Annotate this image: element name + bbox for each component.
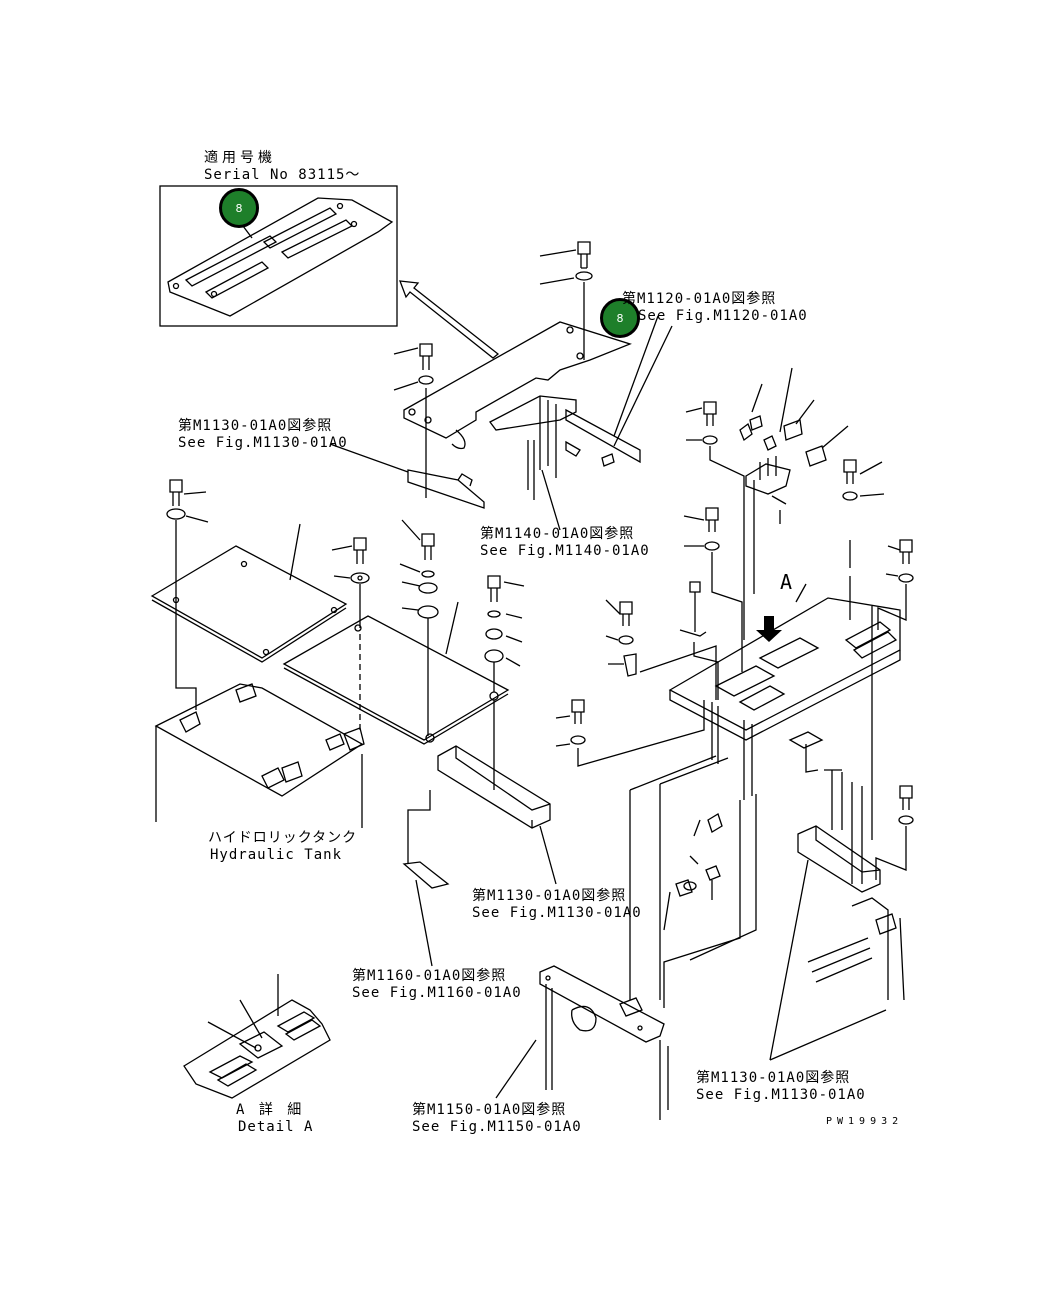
bolt-left-1 [166, 479, 209, 710]
bolt-left-2 [331, 537, 370, 730]
bottom-frame [539, 965, 669, 1120]
lower-right-links [629, 755, 757, 1008]
right-frame-assembly [668, 597, 901, 800]
leader-m1120-b [613, 315, 659, 437]
ref-m1130-mid-en: See Fig.M1130-01A0 [472, 905, 642, 921]
bolt-right-7 [555, 699, 705, 767]
left-cover-panel [150, 523, 348, 663]
bolt-right-2 [683, 507, 743, 672]
inset-frame [159, 185, 398, 327]
ref-m1120-en: See Fig.M1120-01A0 [638, 308, 808, 324]
upper-cover-plate [403, 321, 632, 450]
detail-a-en: Detail A [238, 1119, 314, 1135]
leader-m1130-top [329, 443, 409, 473]
ref-m1130-mid-jp: 第M1130-01A0図参照 [472, 888, 627, 904]
upper-bracket [489, 395, 641, 500]
tank-label-en: Hydraulic Tank [210, 847, 343, 863]
inset-cover-plate [167, 197, 394, 317]
bolt-top-1 [539, 241, 593, 360]
inset-arrow [399, 280, 500, 359]
leader-m1130-right [769, 859, 887, 1061]
ref-m1140-jp: 第M1140-01A0図参照 [480, 526, 635, 542]
right-channel [797, 606, 881, 893]
ref-m1160-en: See Fig.M1160-01A0 [352, 985, 522, 1001]
detail-a-plate [183, 974, 331, 1099]
bolt-left-3 [399, 519, 439, 736]
bolt-right-6 [679, 581, 719, 700]
bolt-top-2 [393, 343, 434, 498]
leader-m1140 [541, 469, 561, 531]
detail-a-jp: A 詳 細 [236, 1102, 305, 1118]
ref-m1150-en: See Fig.M1150-01A0 [412, 1119, 582, 1135]
lower-channel [437, 745, 551, 829]
view-direction-arrow [756, 616, 782, 642]
bolt-right-5 [605, 599, 717, 700]
small-bracket-left [402, 790, 450, 889]
tank-label-jp: ハイドロリックタンク [208, 830, 358, 846]
right-side-bracket [807, 897, 905, 1001]
drawing-code: PW19932 [826, 1116, 904, 1127]
leader-m1120 [613, 325, 673, 447]
bolt-left-4 [484, 575, 525, 790]
ref-m1130-top-en: See Fig.M1130-01A0 [178, 435, 348, 451]
leader-m1160 [415, 879, 433, 967]
callout-badge-main[interactable]: 8 [600, 298, 640, 338]
inset-serial-en: Serial No 83115～ [204, 167, 361, 183]
ref-m1140-en: See Fig.M1140-01A0 [480, 543, 650, 559]
bolt-right-1 [685, 401, 745, 640]
leader-m1130-mid [539, 825, 557, 885]
right-cover-panel [282, 601, 510, 745]
ref-m1150-jp: 第M1150-01A0図参照 [412, 1102, 567, 1118]
marker-a-leader [795, 583, 807, 603]
bolt-right-3 [842, 459, 885, 620]
ref-m1130-right-jp: 第M1130-01A0図参照 [696, 1070, 851, 1086]
ref-m1130-right-en: See Fig.M1130-01A0 [696, 1087, 866, 1103]
ref-m1130-top-jp: 第M1130-01A0図参照 [178, 418, 333, 434]
bolt-right-4 [877, 539, 914, 630]
hydraulic-tank-outline [154, 683, 365, 828]
clip-hardware [739, 367, 849, 594]
view-marker-a: A [780, 570, 794, 594]
inset-serial-jp: 適用号機 [204, 150, 276, 166]
bolt-right-8 [875, 785, 914, 880]
ref-m1160-jp: 第M1160-01A0図参照 [352, 968, 507, 984]
ref-m1120-jp: 第M1120-01A0図参照 [622, 291, 777, 307]
mid-support-rail [407, 469, 485, 509]
callout-badge-inset[interactable]: 8 [219, 188, 259, 228]
leader-m1150 [495, 1039, 537, 1099]
